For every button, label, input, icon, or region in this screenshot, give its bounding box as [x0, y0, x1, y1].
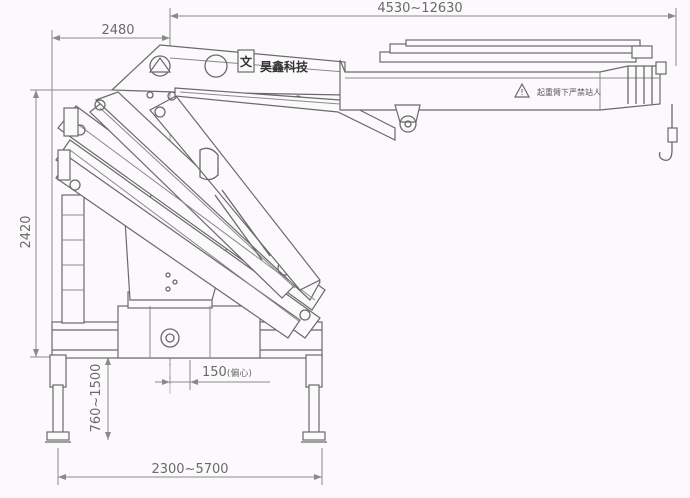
dim-2420: 2420 [19, 89, 170, 358]
outrigger-leg-right [301, 354, 327, 443]
dim-2420-label: 2420 [19, 215, 34, 248]
hook-icon [658, 104, 678, 161]
svg-text:!: ! [520, 88, 523, 97]
telescopic-boom: ! 起重臂下严禁站人 [339, 39, 667, 111]
inner-boom [149, 95, 321, 291]
dim-leg-stroke: 760~1500 [89, 357, 111, 440]
brand-label: 昊鑫科技 [260, 59, 309, 74]
dim-offset-label: 150(偏心) [202, 365, 252, 380]
svg-text:文: 文 [240, 54, 253, 69]
dim-2480: 2480 [51, 23, 170, 360]
dim-top-span-label: 4530~12630 [377, 1, 462, 16]
outrigger-leg-left [45, 354, 71, 443]
control-frame [61, 194, 85, 324]
warning-label: 起重臂下严禁站人 [537, 87, 601, 97]
dim-offset: 150(偏心) [155, 360, 270, 390]
dim-outrigger-span: 2300~5700 [57, 448, 323, 485]
dim-outrigger-span-label: 2300~5700 [151, 462, 228, 477]
dim-2480-label: 2480 [101, 23, 134, 38]
dim-leg-stroke-label: 760~1500 [89, 364, 104, 433]
lifting-eye [394, 104, 421, 133]
folded-boom-sections [55, 91, 326, 339]
